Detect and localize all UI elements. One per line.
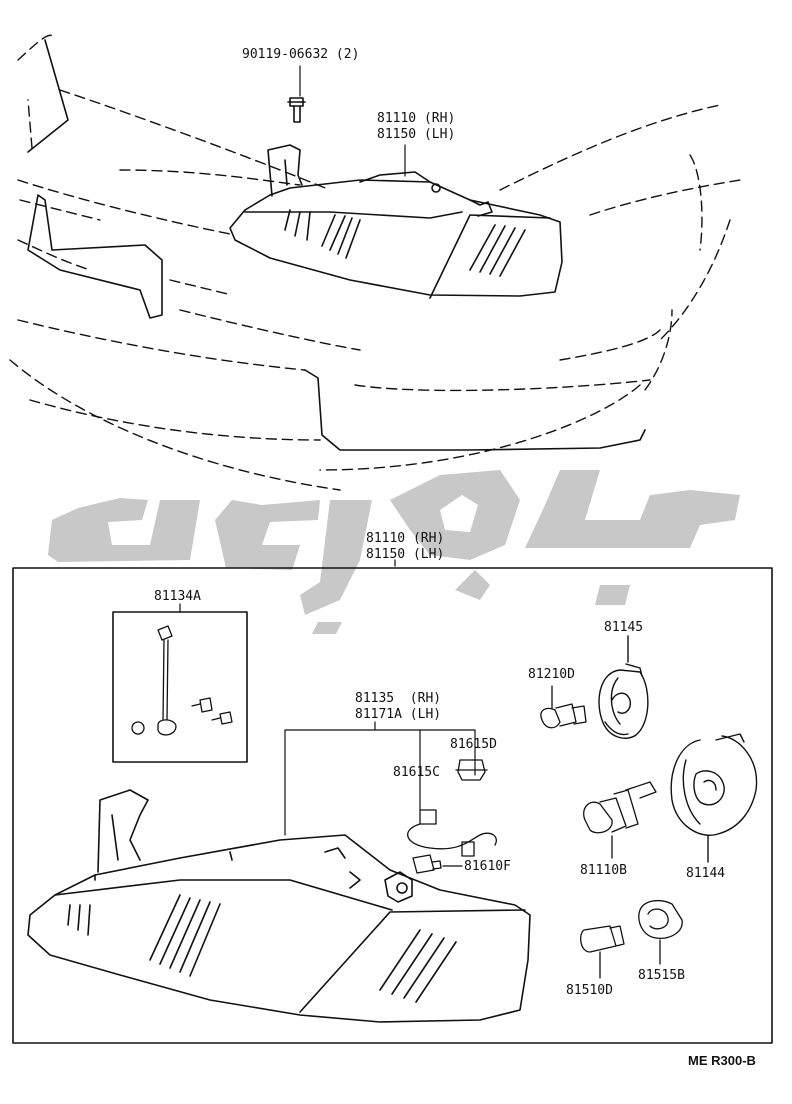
label-bulb-f: 81610F xyxy=(464,859,511,874)
cover-81145 xyxy=(598,635,649,739)
parts-box-frame xyxy=(12,567,773,1044)
label-bulb-510d: 81510D xyxy=(566,983,613,998)
leader-lines-top xyxy=(299,65,406,177)
label-bulb-210d: 81210D xyxy=(528,667,575,682)
label-adjuster-kit: 81134A xyxy=(154,589,201,604)
bulb-81610f xyxy=(412,854,463,874)
headlamp-top xyxy=(229,97,563,299)
label-headlamp-top: 81110 (RH) 81150 (LH) xyxy=(377,111,455,143)
bulb-81110b xyxy=(583,781,657,859)
label-socket-wire-lh: 81171A (LH) xyxy=(355,707,442,722)
label-bolt: 90119-06632 (2) xyxy=(242,47,360,62)
cover-81144 xyxy=(670,733,758,863)
adjuster-kit-box xyxy=(112,611,248,763)
socket-wire-leaders xyxy=(284,721,476,836)
bulb-81210d xyxy=(540,685,587,729)
label-headlamp-box-rh: 81110 (RH) xyxy=(366,531,445,546)
label-headlamp-box: 81110 (RH) 81150 (LH) xyxy=(366,531,444,563)
label-headlamp-top-rh: 81110 (RH) xyxy=(377,111,456,126)
label-socket-d: 81615D xyxy=(450,737,497,752)
watermark-logo xyxy=(48,470,740,634)
headlamp-lower xyxy=(27,789,531,1023)
hood-outline xyxy=(27,39,163,319)
label-socket-c: 81615C xyxy=(393,765,440,780)
bumper-corner xyxy=(304,369,646,451)
adjuster-kit-parts xyxy=(131,625,233,736)
socket-wire-assembly xyxy=(407,759,497,857)
bulb-81510d xyxy=(579,925,625,979)
label-cover-144: 81144 xyxy=(686,866,726,881)
label-headlamp-box-lh: 81150 (LH) xyxy=(366,547,445,562)
label-socket-wire: 81135 (RH) 81171A (LH) xyxy=(355,691,441,723)
label-socket-515b: 81515B xyxy=(638,968,685,983)
car-body-outline xyxy=(9,34,741,491)
label-socket-wire-rh: 81135 (RH) xyxy=(355,691,442,706)
socket-81515b xyxy=(638,899,683,965)
label-cover-145: 81145 xyxy=(604,620,644,635)
label-bulb-110b: 81110B xyxy=(580,863,627,878)
diagram-code: ME R300-B xyxy=(688,1053,756,1068)
label-headlamp-top-lh: 81150 (LH) xyxy=(377,127,456,142)
